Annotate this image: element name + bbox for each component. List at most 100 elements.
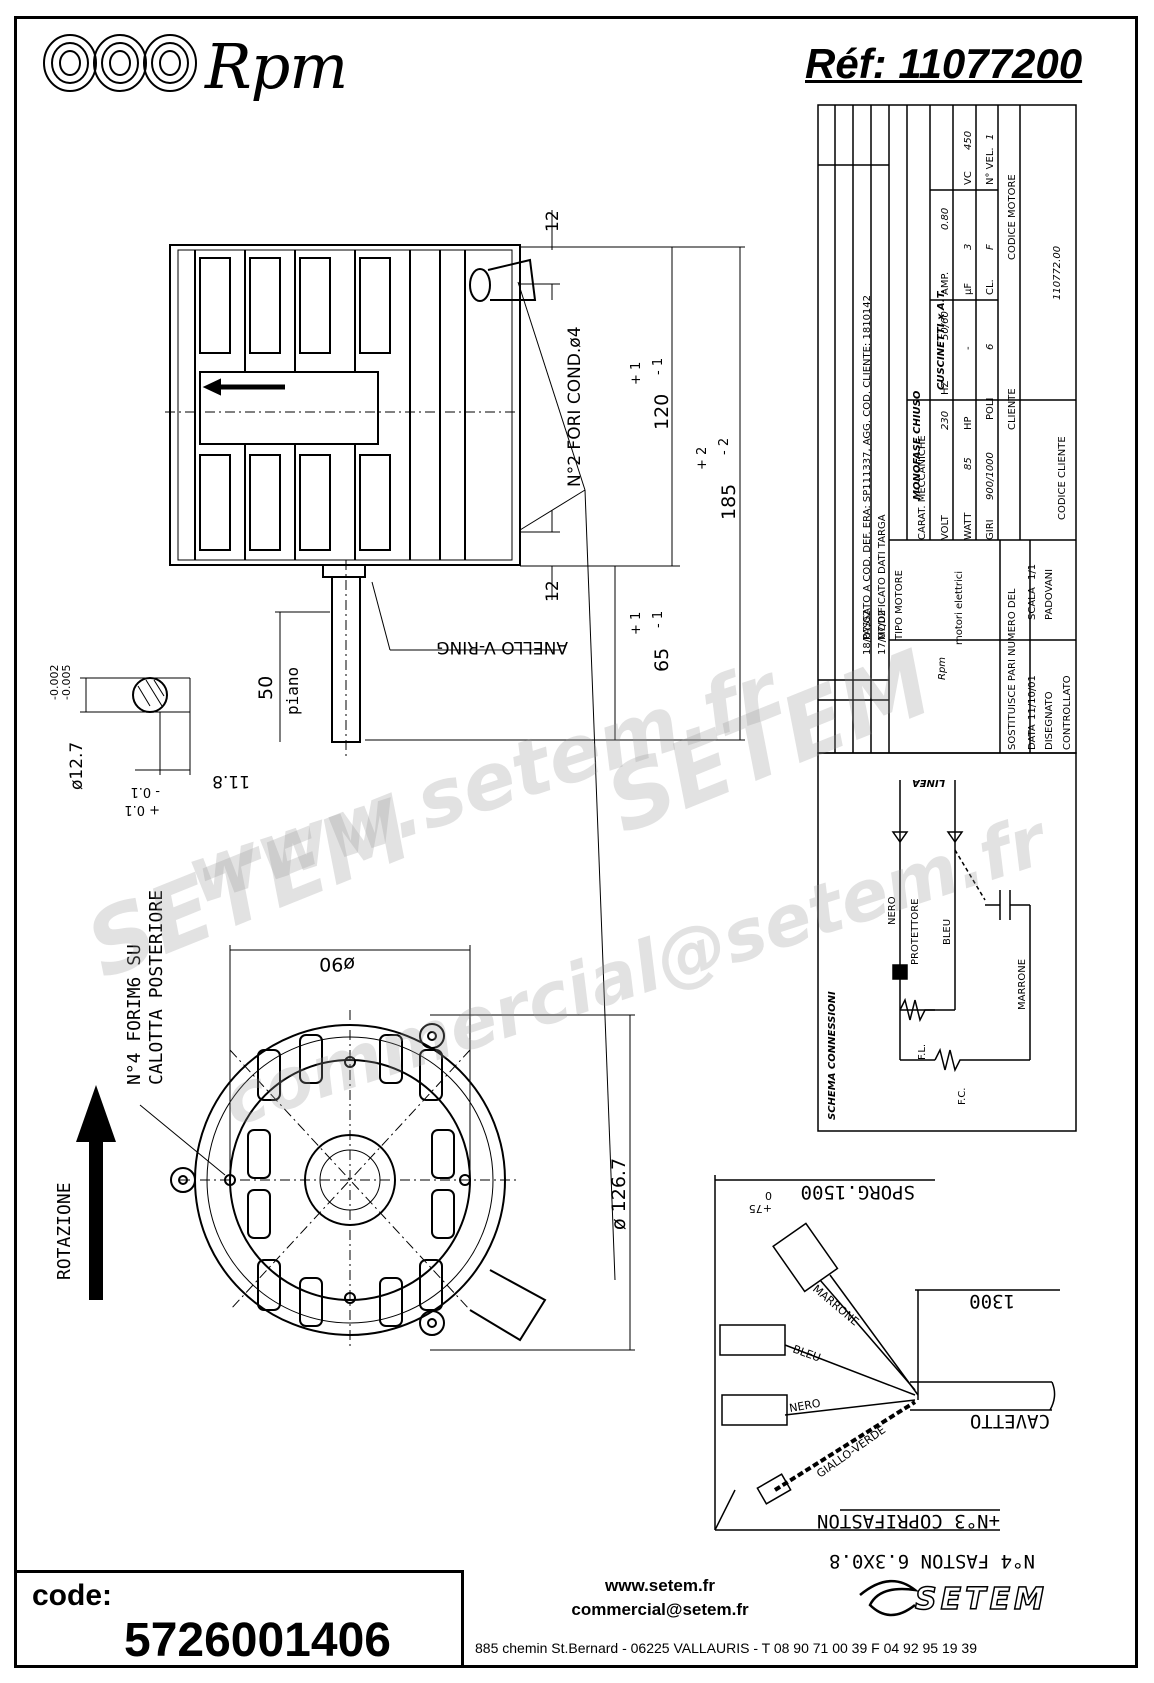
amp: 0.80 xyxy=(940,208,951,230)
setem-swirl-icon xyxy=(859,1579,920,1617)
disegnato-label: DISEGNATO xyxy=(1044,691,1055,750)
shaft-flat: 11.8 xyxy=(212,771,250,791)
tipo-motore: MONOFASE CHIUSO xyxy=(912,390,923,500)
code-box: code: 5726001406 xyxy=(16,1570,464,1668)
rotation-label: ROTAZIONE xyxy=(54,1182,75,1280)
vc: 450 xyxy=(963,131,974,150)
dim-185-tol-plus: + 2 xyxy=(695,447,710,470)
uf-label: µF xyxy=(963,283,974,295)
hz-label: HZ xyxy=(940,380,951,395)
vel: 1 xyxy=(985,134,996,140)
holes-note: N°2 FORI COND.ø4 xyxy=(565,326,585,487)
company-sub: motori elettrici xyxy=(954,571,965,645)
lead-length-tol-zero: 0 xyxy=(765,1189,772,1202)
schema-linea: LINEA xyxy=(912,777,945,788)
data-label: DATA xyxy=(1027,724,1038,750)
wire-giallo-verde: GIALLO-VERDE xyxy=(814,1423,888,1480)
scala: 1/1 xyxy=(1027,564,1038,580)
watt-label: WATT xyxy=(963,512,974,540)
schema-bleu: BLEU xyxy=(942,919,953,945)
schema-fc: F.C. xyxy=(957,1088,968,1106)
faston-note: N°4 FASTON 6.3X0.8 xyxy=(829,1550,1035,1572)
vring-note: ANELLO V-RING xyxy=(436,637,568,657)
dim-185: 185 xyxy=(718,484,740,520)
rev-2-date: 18/07/02 xyxy=(862,610,873,655)
codice-cliente-label: CODICE CLIENTE xyxy=(1057,436,1068,520)
wiring-schema xyxy=(817,752,1077,1132)
amp-label: AMP. xyxy=(940,272,951,295)
cliente-label: CLIENTE xyxy=(1007,388,1018,430)
dim-65-tol-minus: - 1 xyxy=(651,611,666,628)
side-view-dimensions xyxy=(275,210,745,1281)
lead-length-tol: +75 xyxy=(749,1202,772,1215)
giri-label: GIRI xyxy=(985,519,996,540)
dim-50: 50 xyxy=(255,676,277,700)
dim-65-tol-plus: + 1 xyxy=(629,612,644,635)
pitch-diameter: ø90 xyxy=(319,953,355,975)
controllato-label: CONTROLLATO xyxy=(1062,675,1073,750)
giri: 900/1000 xyxy=(985,452,996,500)
disegnato: PADOVANI xyxy=(1044,569,1055,620)
poli-label: POLI xyxy=(985,398,996,420)
footer-address: 885 chemin St.Bernard - 06225 VALLAURIS … xyxy=(475,1640,977,1656)
rear-holes-note-1: N°4 FORIM6 SU xyxy=(124,944,145,1085)
schema-fl: F.L. xyxy=(917,1044,928,1060)
rpm-logo-icon xyxy=(43,34,197,92)
carat-label: CARAT. MECCANICHE xyxy=(917,435,928,540)
codice-motore: 110772.00 xyxy=(1052,246,1063,300)
cable-length: 1300 xyxy=(969,1290,1015,1312)
cl: F xyxy=(985,244,996,250)
brand-logo-text: Rpm xyxy=(205,30,348,103)
poli: 6 xyxy=(985,344,996,350)
shaft-diameter: ø12.7 xyxy=(67,742,87,790)
codice-motore-label: CODICE MOTORE xyxy=(1007,174,1018,260)
rear-holes-note-2: CALOTTA POSTERIORE xyxy=(146,890,167,1085)
footer-email[interactable]: commercial@setem.fr xyxy=(571,1600,749,1619)
shaft-tol-2: -0.005 xyxy=(60,665,73,700)
volt-label: VOLT xyxy=(940,514,951,540)
rev-1-text: MODIFICATO DATI TARGA xyxy=(877,514,888,640)
scala-label: SCALA xyxy=(1027,587,1038,620)
uf: 3 xyxy=(963,244,974,250)
shaft-flat-tol-plus: + 0.1 xyxy=(124,802,160,817)
schema-protettore: PROTETTORE xyxy=(910,899,921,965)
vc-label: VC xyxy=(963,171,974,185)
footer-website[interactable]: www.setem.fr xyxy=(605,1576,715,1595)
rear-view-dimensions xyxy=(139,945,635,1351)
cable-label: CAVETTO xyxy=(970,1410,1050,1432)
watt: 85 xyxy=(963,457,974,470)
dim-65: 65 xyxy=(651,648,673,672)
vel-label: N° VEL. xyxy=(985,147,996,185)
dim-12-top: 12 xyxy=(543,210,563,232)
volt: 230 xyxy=(940,411,951,430)
footer-contact: www.setem.fr commercial@setem.fr xyxy=(500,1574,820,1622)
data: 11/10/01 xyxy=(1027,675,1038,720)
schema-nero: NERO xyxy=(887,896,898,925)
setem-logo: SETEM xyxy=(914,1581,1048,1618)
rev-2-text: PASSATO A COD. DEF. ERA: SP111337, AGG. … xyxy=(862,295,873,640)
shaft-tol-1: -0.002 xyxy=(48,665,61,700)
shaft-section xyxy=(80,677,191,775)
lead-length-label: SPORG.1500 xyxy=(801,1181,915,1203)
carat: CUSCINETTI x A.T. xyxy=(936,289,947,390)
company-logo: Rpm xyxy=(937,657,948,680)
wire-bleu: BLEU xyxy=(791,1343,822,1365)
code-label: code: xyxy=(32,1579,113,1612)
dim-185-tol-minus: - 2 xyxy=(717,438,732,455)
dim-12-bottom: 12 xyxy=(543,580,563,602)
drawing-frame xyxy=(14,16,1138,1668)
rotation-arrow-icon xyxy=(76,1085,116,1300)
wire-nero: NERO xyxy=(788,1397,822,1415)
dim-120-tol-plus: + 1 xyxy=(629,362,644,385)
motor-rear-view xyxy=(170,1010,547,1350)
hp: - xyxy=(963,346,974,350)
wire-marrone: MARRONE xyxy=(810,1282,861,1328)
motor-side-view xyxy=(165,244,537,760)
rev-1-date: 17/07/02 xyxy=(877,610,888,655)
shaft-flat-tol-minus: - 0.1 xyxy=(131,784,161,799)
outer-diameter: ø 126.7 xyxy=(608,1158,630,1230)
leads-drawing xyxy=(714,1175,1060,1531)
cl-label: CL. xyxy=(985,279,996,295)
hz: 50/60 xyxy=(940,311,951,340)
sostituisce-label: SOSTITUISCE PARI NUMERO DEL xyxy=(1007,588,1018,750)
